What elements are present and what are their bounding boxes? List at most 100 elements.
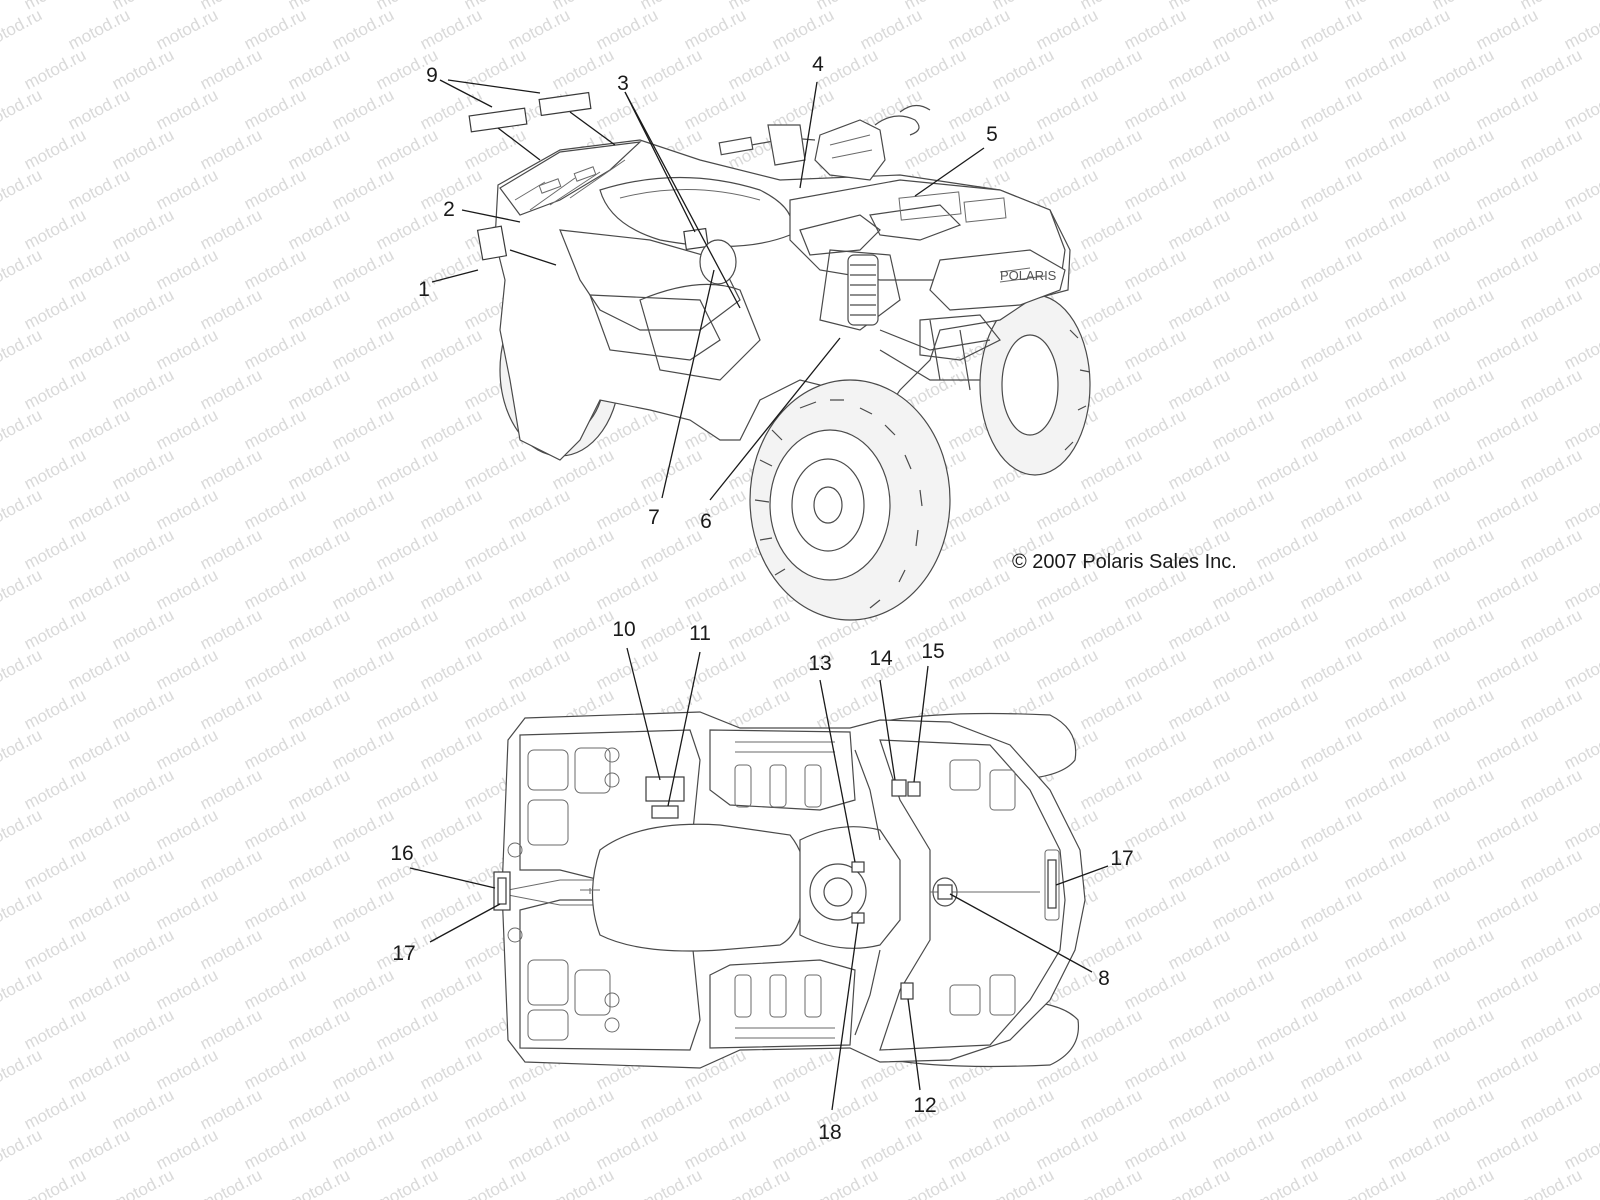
watermark-text: motod.ru: [65, 165, 133, 213]
watermark-text: motod.ru: [989, 45, 1057, 93]
watermark-text: motod.ru: [197, 445, 265, 493]
watermark-text: motod.ru: [1429, 365, 1497, 413]
watermark-text: motod.ru: [1341, 285, 1409, 333]
watermark-text: motod.ru: [1033, 5, 1101, 53]
watermark-text: motod.ru: [1517, 365, 1585, 413]
watermark-text: motod.ru: [1341, 685, 1409, 733]
watermark-text: motod.ru: [1473, 85, 1541, 133]
watermark-text: motod.ru: [1517, 205, 1585, 253]
watermark-text: motod.ru: [417, 1125, 485, 1173]
watermark-text: motod.ru: [65, 1045, 133, 1093]
decal-13: [851, 861, 865, 873]
watermark-text: motod.ru: [1033, 85, 1101, 133]
watermark-text: motod.ru: [21, 205, 89, 253]
watermark-text: motod.ru: [1165, 605, 1233, 653]
callout-17-front: 17: [1110, 847, 1133, 870]
watermark-text: motod.ru: [0, 285, 1, 333]
watermark-text: motod.ru: [505, 5, 573, 53]
watermark-text: motod.ru: [21, 845, 89, 893]
watermark-text: motod.ru: [1561, 965, 1600, 1013]
watermark-text: motod.ru: [1561, 5, 1600, 53]
callout-6: 6: [700, 510, 712, 533]
watermark-text: motod.ru: [901, 125, 969, 173]
watermark-text: motod.ru: [637, 1165, 705, 1200]
watermark-text: motod.ru: [109, 445, 177, 493]
watermark-text: motod.ru: [1341, 1165, 1409, 1200]
decal-9a: [468, 107, 528, 133]
watermark-text: motod.ru: [1253, 445, 1321, 493]
watermark-text: motod.ru: [417, 805, 485, 853]
watermark-text: motod.ru: [1209, 165, 1277, 213]
watermark-text: motod.ru: [1209, 1125, 1277, 1173]
watermark-text: motod.ru: [1429, 685, 1497, 733]
watermark-text: motod.ru: [1253, 525, 1321, 573]
watermark-text: motod.ru: [373, 605, 441, 653]
watermark-text: motod.ru: [769, 1045, 837, 1093]
watermark-text: motod.ru: [1209, 5, 1277, 53]
watermark-text: motod.ru: [285, 1005, 353, 1053]
watermark-text: motod.ru: [1385, 245, 1453, 293]
watermark-text: motod.ru: [241, 1125, 309, 1173]
watermark-text: motod.ru: [1121, 85, 1189, 133]
watermark-text: motod.ru: [373, 765, 441, 813]
watermark-text: motod.ru: [945, 645, 1013, 693]
watermark-text: motod.ru: [241, 165, 309, 213]
watermark-text: motod.ru: [1121, 325, 1189, 373]
watermark-text: motod.ru: [21, 365, 89, 413]
watermark-text: motod.ru: [1429, 45, 1497, 93]
watermark-text: motod.ru: [725, 605, 793, 653]
watermark-text: motod.ru: [329, 165, 397, 213]
watermark-text: motod.ru: [109, 1085, 177, 1133]
watermark-text: motod.ru: [1077, 205, 1145, 253]
watermark-text: motod.ru: [21, 1165, 89, 1200]
watermark-text: motod.ru: [65, 965, 133, 1013]
callout-11: 11: [689, 622, 711, 645]
watermark-text: motod.ru: [1385, 165, 1453, 213]
callout-4: 4: [812, 53, 824, 76]
watermark-text: motod.ru: [857, 5, 925, 53]
decal-18: [851, 912, 865, 924]
watermark-text: motod.ru: [945, 5, 1013, 53]
watermark-text: motod.ru: [329, 1125, 397, 1173]
watermark-text: motod.ru: [1517, 125, 1585, 173]
watermark-text: motod.ru: [65, 325, 133, 373]
watermark-text: motod.ru: [285, 45, 353, 93]
watermark-text: motod.ru: [1385, 725, 1453, 773]
front-shock: [847, 254, 879, 326]
watermark-text: motod.ru: [241, 565, 309, 613]
watermark-text: motod.ru: [1077, 45, 1145, 93]
callout-10: 10: [612, 618, 635, 641]
watermark-text: motod.ru: [241, 245, 309, 293]
watermark-text: motod.ru: [285, 445, 353, 493]
watermark-text: motod.ru: [329, 85, 397, 133]
watermark-text: motod.ru: [1297, 245, 1365, 293]
watermark-text: motod.ru: [505, 1125, 573, 1173]
watermark-text: motod.ru: [0, 525, 1, 573]
watermark-text: motod.ru: [1121, 645, 1189, 693]
watermark-text: motod.ru: [0, 245, 45, 293]
decal-17-front: [1047, 859, 1057, 909]
watermark-text: motod.ru: [1077, 605, 1145, 653]
watermark-text: motod.ru: [1517, 525, 1585, 573]
watermark-text: motod.ru: [1165, 285, 1233, 333]
watermark-text: motod.ru: [21, 1085, 89, 1133]
watermark-text: motod.ru: [0, 805, 45, 853]
watermark-text: motod.ru: [65, 245, 133, 293]
watermark-text: motod.ru: [1385, 5, 1453, 53]
watermark-text: motod.ru: [1121, 485, 1189, 533]
watermark-text: motod.ru: [1473, 1045, 1541, 1093]
watermark-text: motod.ru: [65, 5, 133, 53]
watermark-text: motod.ru: [329, 805, 397, 853]
watermark-text: motod.ru: [1341, 1005, 1409, 1053]
atv-body: POLARIS: [494, 104, 1071, 461]
watermark-text: motod.ru: [1429, 285, 1497, 333]
watermark-text: motod.ru: [1077, 445, 1145, 493]
watermark-text: motod.ru: [725, 45, 793, 93]
watermark-text: motod.ru: [197, 1005, 265, 1053]
watermark-text: motod.ru: [1473, 885, 1541, 933]
watermark-text: motod.ru: [0, 1005, 1, 1053]
watermark-text: motod.ru: [109, 605, 177, 653]
watermark-text: motod.ru: [0, 365, 1, 413]
watermark-text: motod.ru: [1165, 205, 1233, 253]
watermark-text: motod.ru: [109, 205, 177, 253]
